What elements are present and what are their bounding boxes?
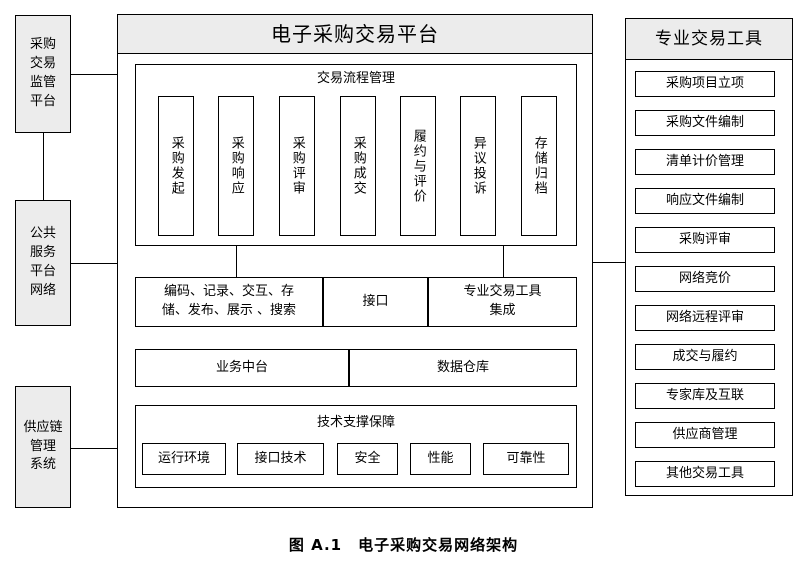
functions-label: 编码、记录、交互、存 储、发布、展示 、搜索 bbox=[161, 284, 297, 318]
connector-line bbox=[71, 448, 118, 449]
flow-step-objection: 异议投诉 bbox=[460, 96, 496, 236]
tool-integration-box: 专业交易工具 集成 bbox=[428, 277, 577, 327]
flow-management-title: 交易流程管理 bbox=[316, 71, 395, 86]
connector-line bbox=[236, 246, 237, 277]
flow-step-label: 采购响应 bbox=[228, 136, 244, 196]
tools-title: 专业交易工具 bbox=[655, 28, 763, 49]
interface-label: 接口 bbox=[362, 293, 389, 309]
tech-item-interface-tech: 接口技术 bbox=[237, 443, 324, 475]
tool-item-document-prep: 采购文件编制 bbox=[635, 110, 775, 136]
flow-step-response: 采购响应 bbox=[218, 96, 254, 236]
flow-step-label: 采购成交 bbox=[350, 136, 366, 196]
functions-box: 编码、记录、交互、存 储、发布、展示 、搜索 bbox=[135, 277, 323, 327]
supply-chain-system-box: 供应链 管理 系统 bbox=[15, 386, 71, 508]
tool-item-label: 成交与履约 bbox=[672, 348, 738, 364]
flow-step-performance: 履约与评价 bbox=[400, 96, 436, 236]
tool-item-label: 采购项目立项 bbox=[665, 75, 744, 91]
tool-integration-label: 专业交易工具 集成 bbox=[463, 284, 542, 318]
tool-item-supplier-mgmt: 供应商管理 bbox=[635, 422, 775, 448]
connector-line bbox=[503, 246, 504, 277]
business-middle-platform-box: 业务中台 bbox=[135, 349, 349, 387]
flow-step-review: 采购评审 bbox=[279, 96, 315, 236]
interface-box: 接口 bbox=[323, 277, 428, 327]
tool-item-online-bidding: 网络竞价 bbox=[635, 266, 775, 292]
tools-panel bbox=[625, 18, 793, 496]
public-service-network-label: 公共 服务 平台 网络 bbox=[29, 226, 56, 298]
tool-item-label: 清单计价管理 bbox=[665, 153, 744, 169]
platform-title-bar: 电子采购交易平台 bbox=[117, 14, 593, 54]
tool-item-remote-review: 网络远程评审 bbox=[635, 305, 775, 331]
tool-item-label: 供应商管理 bbox=[672, 426, 738, 442]
figure-caption: 图 A.1 电子采购交易网络架构 bbox=[288, 536, 519, 554]
flow-step-label: 履约与评价 bbox=[410, 128, 426, 204]
tool-item-other-tools: 其他交易工具 bbox=[635, 461, 775, 487]
connector-line bbox=[71, 263, 118, 264]
tool-item-label: 网络竞价 bbox=[678, 270, 731, 286]
tech-item-environment: 运行环境 bbox=[142, 443, 226, 475]
tools-title-bar: 专业交易工具 bbox=[625, 18, 793, 60]
tech-item-reliability: 可靠性 bbox=[483, 443, 569, 475]
tool-item-expert-pool: 专家库及互联 bbox=[635, 383, 775, 409]
connector-line bbox=[71, 74, 118, 75]
tech-item-security: 安全 bbox=[337, 443, 398, 475]
tech-item-label: 运行环境 bbox=[157, 450, 210, 466]
tool-item-label: 专家库及互联 bbox=[665, 387, 744, 403]
tool-item-label: 其他交易工具 bbox=[665, 465, 744, 481]
flow-step-label: 存储归档 bbox=[531, 136, 547, 196]
tech-item-label: 性能 bbox=[427, 450, 454, 466]
supply-chain-system-label: 供应链 管理 系统 bbox=[23, 419, 63, 473]
flow-step-label: 异议投诉 bbox=[470, 136, 486, 196]
connector-line bbox=[43, 133, 44, 200]
tech-item-label: 接口技术 bbox=[254, 450, 307, 466]
flow-step-archive: 存储归档 bbox=[521, 96, 557, 236]
tech-item-performance: 性能 bbox=[410, 443, 471, 475]
flow-step-initiate: 采购发起 bbox=[158, 96, 194, 236]
public-service-network-box: 公共 服务 平台 网络 bbox=[15, 200, 71, 326]
flow-step-label: 采购发起 bbox=[168, 136, 184, 196]
supervision-platform-label: 采购 交易 监管 平台 bbox=[29, 37, 56, 109]
tech-support-title: 技术支撑保障 bbox=[316, 415, 395, 430]
connector-line bbox=[592, 262, 626, 263]
tool-item-label: 采购文件编制 bbox=[665, 114, 744, 130]
data-warehouse-box: 数据仓库 bbox=[349, 349, 577, 387]
flow-step-label: 采购评审 bbox=[289, 136, 305, 196]
tool-item-deal-performance: 成交与履约 bbox=[635, 344, 775, 370]
flow-step-deal: 采购成交 bbox=[340, 96, 376, 236]
tool-item-label: 网络远程评审 bbox=[665, 309, 744, 325]
supervision-platform-box: 采购 交易 监管 平台 bbox=[15, 15, 71, 133]
business-middle-platform-label: 业务中台 bbox=[215, 359, 268, 375]
tool-item-review: 采购评审 bbox=[635, 227, 775, 253]
tool-item-bill-pricing: 清单计价管理 bbox=[635, 149, 775, 175]
data-warehouse-label: 数据仓库 bbox=[436, 359, 489, 375]
tool-item-response-doc: 响应文件编制 bbox=[635, 188, 775, 214]
tool-item-label: 采购评审 bbox=[678, 231, 731, 247]
platform-title: 电子采购交易平台 bbox=[271, 21, 439, 46]
tech-item-label: 安全 bbox=[354, 450, 381, 466]
tech-item-label: 可靠性 bbox=[506, 450, 546, 466]
tool-item-project-setup: 采购项目立项 bbox=[635, 71, 775, 97]
tool-item-label: 响应文件编制 bbox=[665, 192, 744, 208]
